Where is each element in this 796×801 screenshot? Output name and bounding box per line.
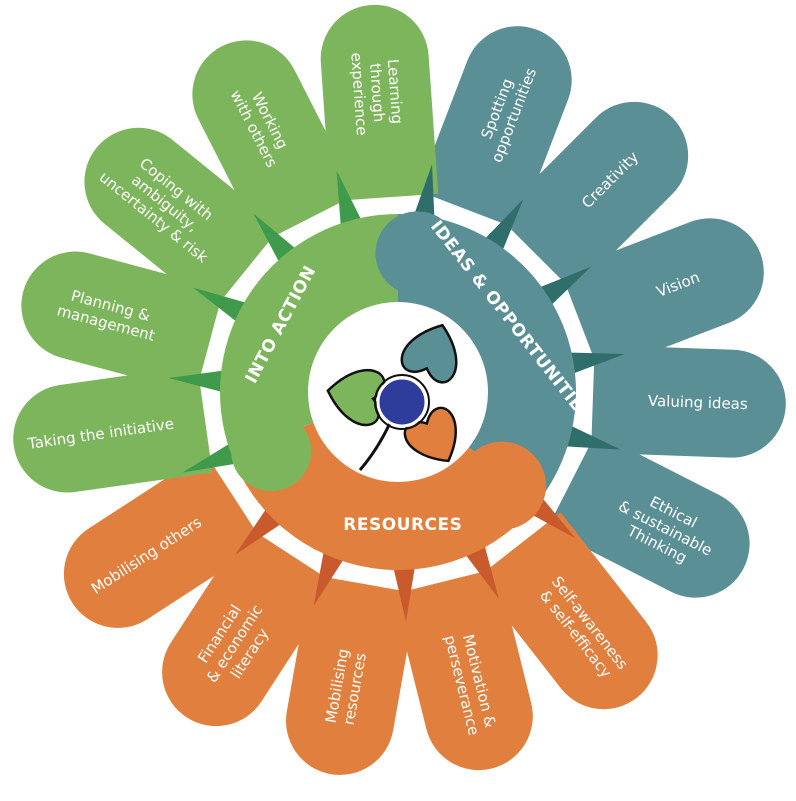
shamrock-center-ring <box>374 374 430 430</box>
petal-connector <box>336 170 365 232</box>
petal-label-line: through <box>366 63 388 123</box>
competence-petal <box>13 365 213 493</box>
competence-petal <box>320 4 439 202</box>
ideas-ring-lobe <box>375 211 460 296</box>
competence-petal <box>497 101 689 293</box>
petal-shape <box>320 4 439 202</box>
petal-connector <box>411 164 435 227</box>
area-ring <box>219 211 576 570</box>
shamrock-logo-icon <box>326 323 458 471</box>
resources-area-label: RESOURCES <box>343 515 462 535</box>
petal-connector <box>563 352 625 376</box>
competence-petal <box>84 127 281 312</box>
petal-shape <box>560 218 764 373</box>
competence-petal <box>547 432 750 598</box>
petal-shape <box>21 251 224 394</box>
center-disc <box>308 302 488 482</box>
petal-shape <box>84 127 281 312</box>
petal-shape <box>497 101 689 293</box>
competence-petal <box>417 26 572 230</box>
competence-petal <box>286 574 418 775</box>
competence-petal <box>475 512 658 710</box>
resources-ring-lobe <box>458 441 547 530</box>
petal-shape <box>13 365 213 493</box>
petal-shape <box>547 432 750 598</box>
petal-label-line: Valuing ideas <box>648 392 749 413</box>
petal-connector <box>168 369 230 394</box>
shamrock-center-dot <box>376 376 428 428</box>
petal-shape <box>392 568 533 771</box>
petal-shape <box>162 526 338 727</box>
action-ring-lobe <box>231 411 312 492</box>
petal-label: Valuing ideas <box>648 392 749 413</box>
competence-petals: SpottingopportunitiesCreativityVisionVal… <box>13 4 786 775</box>
petal-shape <box>286 574 418 775</box>
petal-shape <box>590 344 786 458</box>
competence-petal <box>192 40 358 243</box>
petal-connector <box>559 422 621 450</box>
petal-connector <box>182 440 244 473</box>
shamrock-teal-leaf <box>400 323 458 384</box>
petal-connector <box>392 561 416 622</box>
competence-petal <box>392 568 533 771</box>
competence-petal <box>162 526 338 727</box>
shamrock-green-leaf <box>326 369 386 427</box>
competence-petal <box>21 251 224 394</box>
petal-connector <box>313 545 347 606</box>
competence-petal <box>63 452 264 628</box>
shamrock-orange-leaf <box>403 406 457 463</box>
petal-label: Learningthroughexperience <box>347 49 407 136</box>
petal-label-line: Learning <box>384 58 406 124</box>
competence-petal <box>590 344 786 458</box>
petal-shape <box>192 40 358 243</box>
competence-petal <box>560 218 764 373</box>
petal-shape <box>417 26 572 230</box>
petal-shape <box>475 512 658 710</box>
petal-label-line: experience <box>347 52 371 136</box>
petal-shape <box>63 452 264 628</box>
